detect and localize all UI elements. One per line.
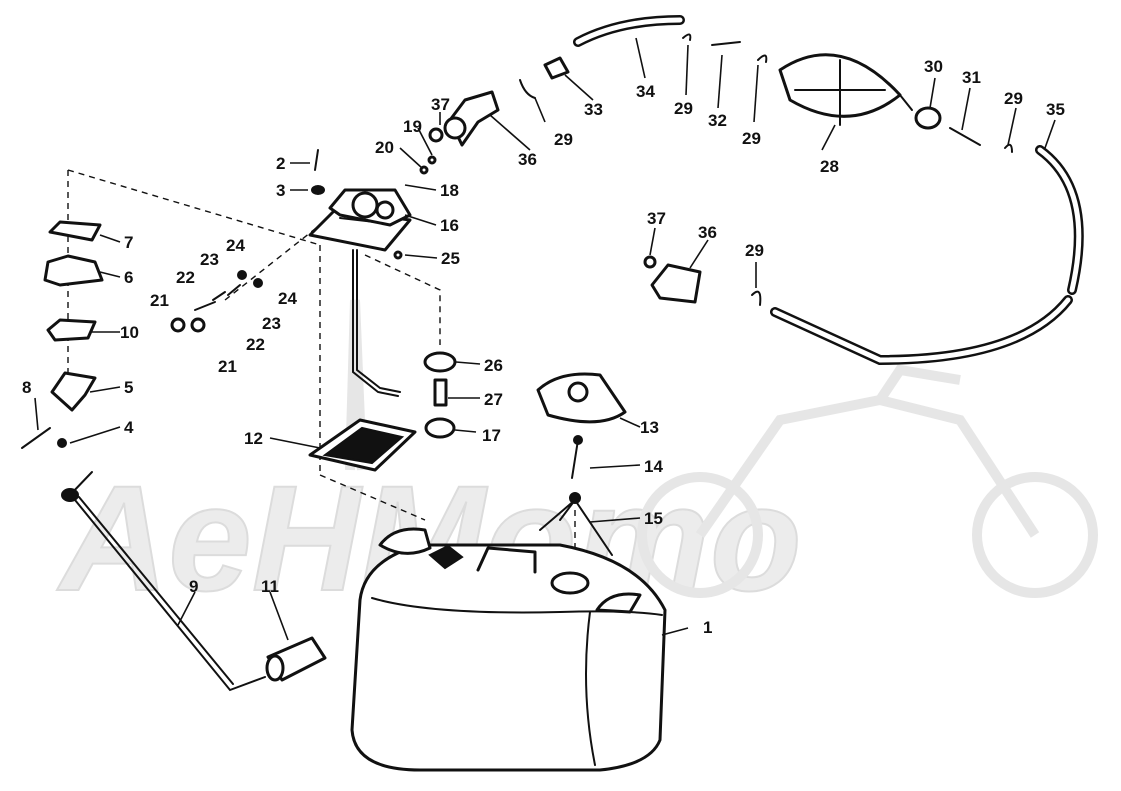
gauge-head bbox=[308, 149, 412, 397]
callout-31: 31 bbox=[962, 68, 981, 87]
callout-12: 12 bbox=[244, 429, 263, 448]
callout-13: 13 bbox=[640, 418, 659, 437]
callout-22b: 22 bbox=[246, 335, 265, 354]
callout-21b: 21 bbox=[218, 357, 237, 376]
watermark-tower bbox=[345, 299, 367, 471]
fuel-tank bbox=[350, 527, 667, 772]
callout-37b: 37 bbox=[647, 209, 666, 228]
pickup-tube bbox=[61, 471, 266, 692]
callout-2: 2 bbox=[276, 154, 285, 173]
callout-25: 25 bbox=[441, 249, 460, 268]
callout-8: 8 bbox=[22, 378, 31, 397]
callout-24a: 24 bbox=[226, 236, 245, 255]
leader-lines bbox=[34, 37, 1056, 641]
callout-33: 33 bbox=[584, 100, 603, 119]
callout-35: 35 bbox=[1046, 100, 1065, 119]
callout-15: 15 bbox=[644, 509, 663, 528]
callout-29a: 29 bbox=[554, 130, 573, 149]
callout-29c: 29 bbox=[742, 129, 761, 148]
callout-29d: 29 bbox=[1004, 89, 1023, 108]
callout-28: 28 bbox=[820, 157, 839, 176]
callout-19: 19 bbox=[403, 117, 422, 136]
left-stack bbox=[21, 220, 104, 449]
callout-29b: 29 bbox=[674, 99, 693, 118]
callout-10: 10 bbox=[120, 323, 139, 342]
callout-32: 32 bbox=[708, 111, 727, 130]
callout-27: 27 bbox=[484, 390, 503, 409]
filler-cap bbox=[536, 372, 627, 424]
callout-1: 1 bbox=[703, 618, 712, 637]
callout-37a: 37 bbox=[431, 95, 450, 114]
callout-24b: 24 bbox=[278, 289, 297, 308]
callout-23b: 23 bbox=[262, 314, 281, 333]
callout-26: 26 bbox=[484, 356, 503, 375]
callout-23a: 23 bbox=[200, 250, 219, 269]
callout-36a: 36 bbox=[518, 150, 537, 169]
watermark-bike-seat bbox=[875, 364, 961, 403]
fuel-filter bbox=[265, 636, 327, 682]
callout-17: 17 bbox=[482, 426, 501, 445]
callout-4: 4 bbox=[124, 418, 134, 437]
callout-20: 20 bbox=[375, 138, 394, 157]
callout-11: 11 bbox=[261, 577, 279, 596]
callout-36b: 36 bbox=[698, 223, 717, 242]
callout-3: 3 bbox=[276, 181, 285, 200]
callout-18: 18 bbox=[440, 181, 459, 200]
callout-29e: 29 bbox=[745, 241, 764, 260]
watermark-wheel-rear bbox=[972, 472, 1098, 598]
watermark-wheel-front bbox=[637, 472, 763, 598]
callout-16: 16 bbox=[440, 216, 459, 235]
callout-14: 14 bbox=[644, 457, 663, 476]
watermark: AeHMomo bbox=[55, 299, 1098, 623]
chain-and-clip bbox=[539, 435, 613, 556]
callout-7: 7 bbox=[124, 233, 133, 252]
callout-9: 9 bbox=[189, 577, 198, 596]
callout-21a: 21 bbox=[150, 291, 169, 310]
gasket bbox=[308, 418, 417, 472]
callout-6: 6 bbox=[124, 268, 133, 287]
callout-34: 34 bbox=[636, 82, 655, 101]
stack-26-27-17 bbox=[393, 250, 457, 439]
callout-labels: 1 2 3 4 5 6 7 8 9 10 11 12 13 14 15 16 1… bbox=[22, 57, 1065, 637]
small-hardware bbox=[170, 270, 263, 333]
callout-22a: 22 bbox=[176, 268, 195, 287]
callout-5: 5 bbox=[124, 378, 133, 397]
fuel-line bbox=[419, 15, 1084, 366]
callout-30: 30 bbox=[924, 57, 943, 76]
